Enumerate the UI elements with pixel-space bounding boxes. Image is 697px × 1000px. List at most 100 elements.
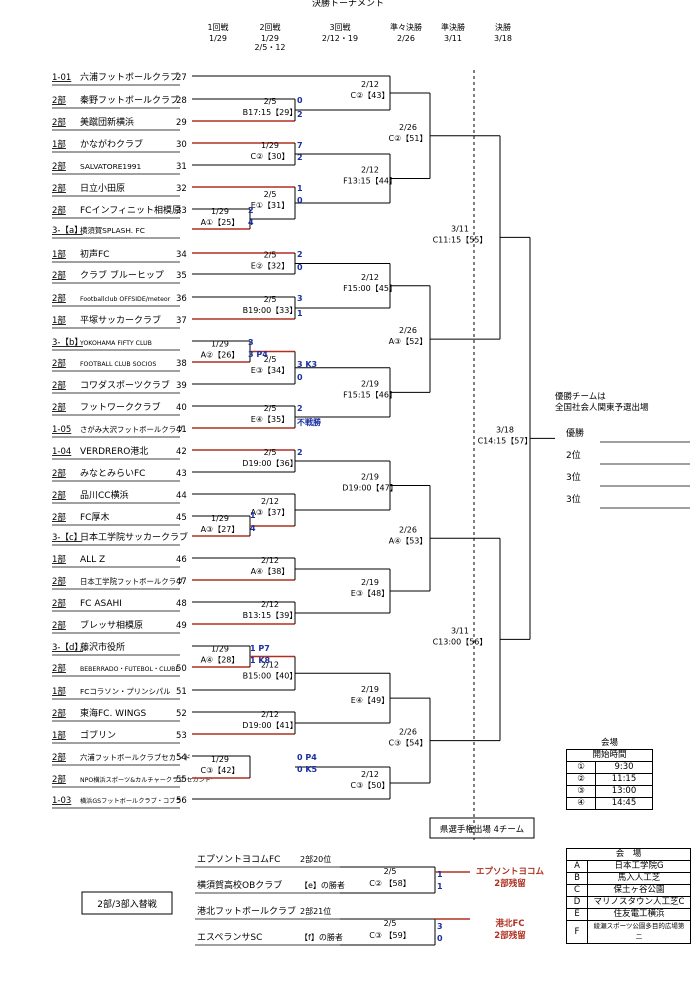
score-label: 2 [297,153,303,162]
team-division: 1部 [52,315,66,326]
score-label: 3 [248,338,254,347]
match-info: C③【50】 [351,781,390,790]
match-info: E③【48】 [351,589,389,598]
score-label: 0 K5 [297,765,318,774]
match-info: E④【35】 [251,415,289,424]
match-date: 2/5 [264,355,277,364]
playoff-team: 横須賀高校OBクラブ [197,879,282,891]
team-division: 2部 [52,752,66,763]
playoff-result: 2部残留 [494,878,525,889]
time-value: 14:45 [595,797,653,810]
team-division: 1部 [52,730,66,741]
score-label: 2 [297,110,303,119]
match-date: 2/12 [361,166,379,175]
venue-table-title: 会 場 [566,848,691,861]
team-name: SALVATORE1991 [80,162,141,171]
playoff-result: 港北FC [495,918,524,929]
venue-name: 綾瀬スポーツ公園多目的広場第二 [587,920,691,944]
team-name: 横須賀SPLASH. FC [80,226,145,235]
match-date: 2/12 [361,80,379,89]
team-division: 2部 [52,620,66,631]
match-date: 2/12 [261,556,279,565]
match-info: E②【32】 [251,262,289,271]
place-label: 2位 [566,449,581,461]
venue-key: E [566,908,588,921]
match-info: D19:00【41】 [242,721,297,730]
venue-name: マリノスタウン人工芝C [587,896,691,909]
playoff-team: 港北フットボールクラブ [197,905,296,917]
team-number: 29 [176,118,187,128]
team-name: 日立小田原 [80,182,125,194]
team-division: 2部 [52,95,66,106]
venue-name: 日本工学院G [587,860,691,873]
score-label: 0 [297,196,303,205]
playoff-tag: 2部20位 [300,854,331,864]
team-name: 秦野フットボールクラブ [80,94,179,106]
team-number: 54 [176,753,187,763]
team-name: クラブ ブルーヒップ [80,269,164,281]
match-info: C②【51】 [389,134,428,143]
team-name: さがみ大沢フットボールクラブ [80,425,184,434]
pref-qualify-label: 県選手権出場 4チーム [440,824,524,835]
team-number: 36 [176,294,187,304]
playoff-result: エプソントヨコム [476,866,545,877]
match-date: 2/5 [384,919,397,928]
team-name: 藤沢市役所 [80,641,125,653]
team-number: 38 [176,359,187,369]
venue-name: 住友電工横浜 [587,908,691,921]
match-date: 2/5 [264,251,277,260]
team-name: フットワーククラブ [80,401,161,413]
score-label: 3 P4 [248,350,268,359]
score-label: 1 [297,184,303,193]
team-division: 2部 [52,183,66,194]
match-info: C③ 【59】 [369,931,410,940]
team-number: 52 [176,709,187,719]
match-info: D19:00【47】 [342,484,397,493]
match-date: 2/5 [384,867,397,876]
score-label: 0 P4 [297,753,317,762]
team-division: 2部 [52,468,66,479]
score-label: 0 [297,263,303,272]
team-division: 2部 [52,576,66,587]
match-info: B15:00【40】 [243,671,298,680]
time-value: 11:15 [595,773,653,786]
team-name: FC ASAHI [80,599,122,609]
team-division: 2部 [52,380,66,391]
team-number: 51 [176,687,187,697]
team-number: 53 [176,731,187,741]
team-name: FOOTBALL CLUB SOCIOS [80,361,156,368]
round-name: 2回戦 [259,22,280,32]
team-number: 49 [176,621,187,631]
team-division: 1-01 [52,73,71,83]
score-label: 1 [437,882,443,891]
match-info: C②【30】 [251,152,290,161]
round-name: 1回戦 [207,22,228,32]
team-number: 28 [176,96,187,106]
score-label: 1 P7 [250,644,270,653]
score-label: 3 [437,922,443,931]
playoff-tag: 2部21位 [300,906,331,916]
venue-key: A [566,860,588,873]
team-name: みなとみらいFC [80,468,145,479]
match-info: C②【43】 [351,91,390,100]
match-date: 1/29 [211,645,229,654]
team-name: BEBERRADO・FUTEBOL・CLUBE [80,666,179,673]
time-key: ④ [566,797,596,810]
team-name: コワダスポーツクラブ [80,379,170,391]
match-date: 2/26 [399,728,417,737]
score-label: 2 [297,448,303,457]
team-name: ゴブリン [80,729,116,741]
match-date: 2/5 [264,190,277,199]
team-name: FCインフィニット相模原 [80,204,181,216]
score-label: 2 [297,250,303,259]
place-label: 3位 [566,471,581,483]
match-date: 2/12 [361,770,379,779]
match-info: C③【42】 [201,766,240,775]
match-date: 3/18 [496,425,514,434]
team-name: 六浦フットボールクラブセカンド [80,753,191,762]
team-name: FC厚木 [80,511,109,523]
team-name: ブレッサ相模原 [80,619,143,631]
